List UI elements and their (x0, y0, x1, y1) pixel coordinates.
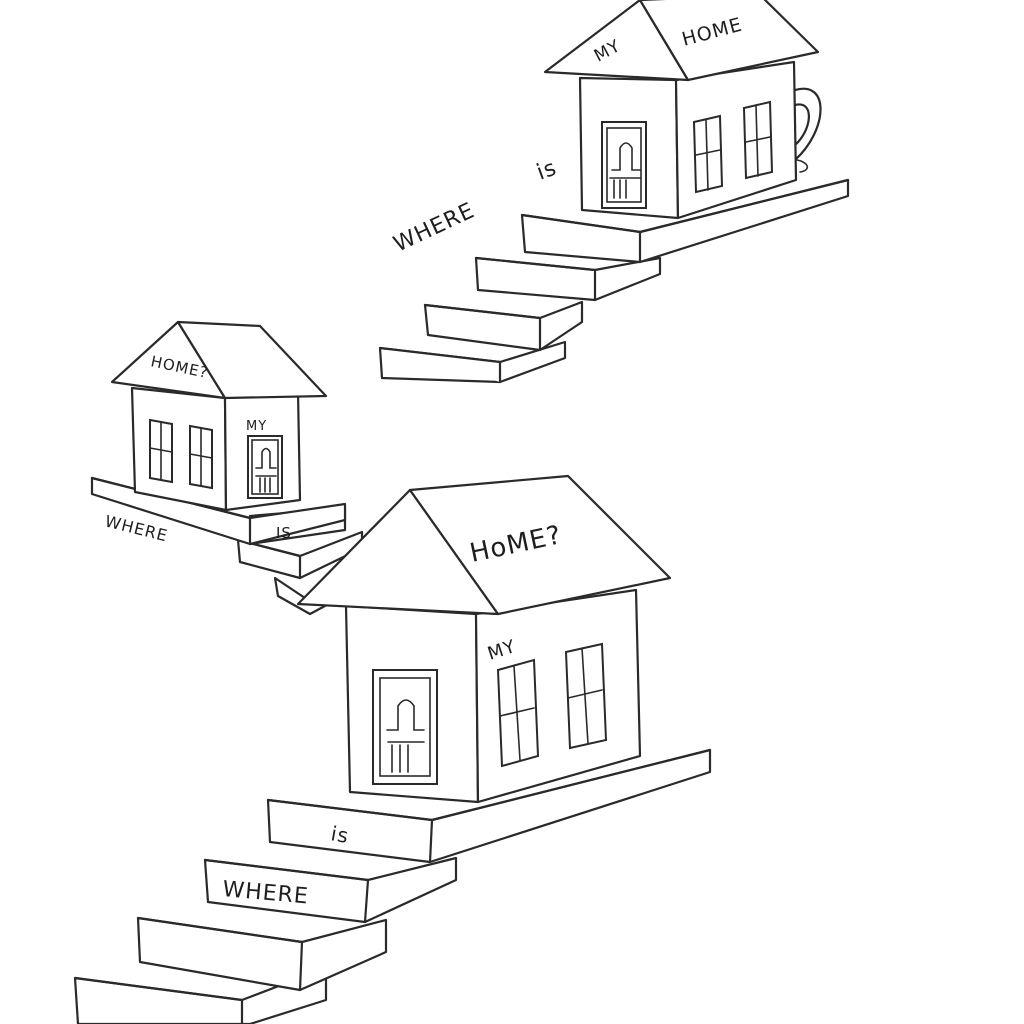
middle-is-text: IS (276, 524, 292, 542)
top-where-text: WHERE (390, 198, 479, 257)
middle-wall-text: MY (246, 419, 267, 434)
door-icon (372, 669, 438, 785)
mug-handle-icon (793, 87, 822, 162)
bottom-stairs (73, 748, 712, 1024)
top-stairs (378, 178, 850, 384)
bottom-house: HoME? MY is WHERE (73, 474, 712, 1024)
top-is-text: is (534, 155, 561, 185)
middle-house: HOME? MY WHERE IS (90, 320, 364, 616)
bottom-step-is-text: is (329, 821, 351, 848)
top-house: MY HOME WHERE is (378, 0, 850, 384)
door-icon (601, 121, 647, 209)
